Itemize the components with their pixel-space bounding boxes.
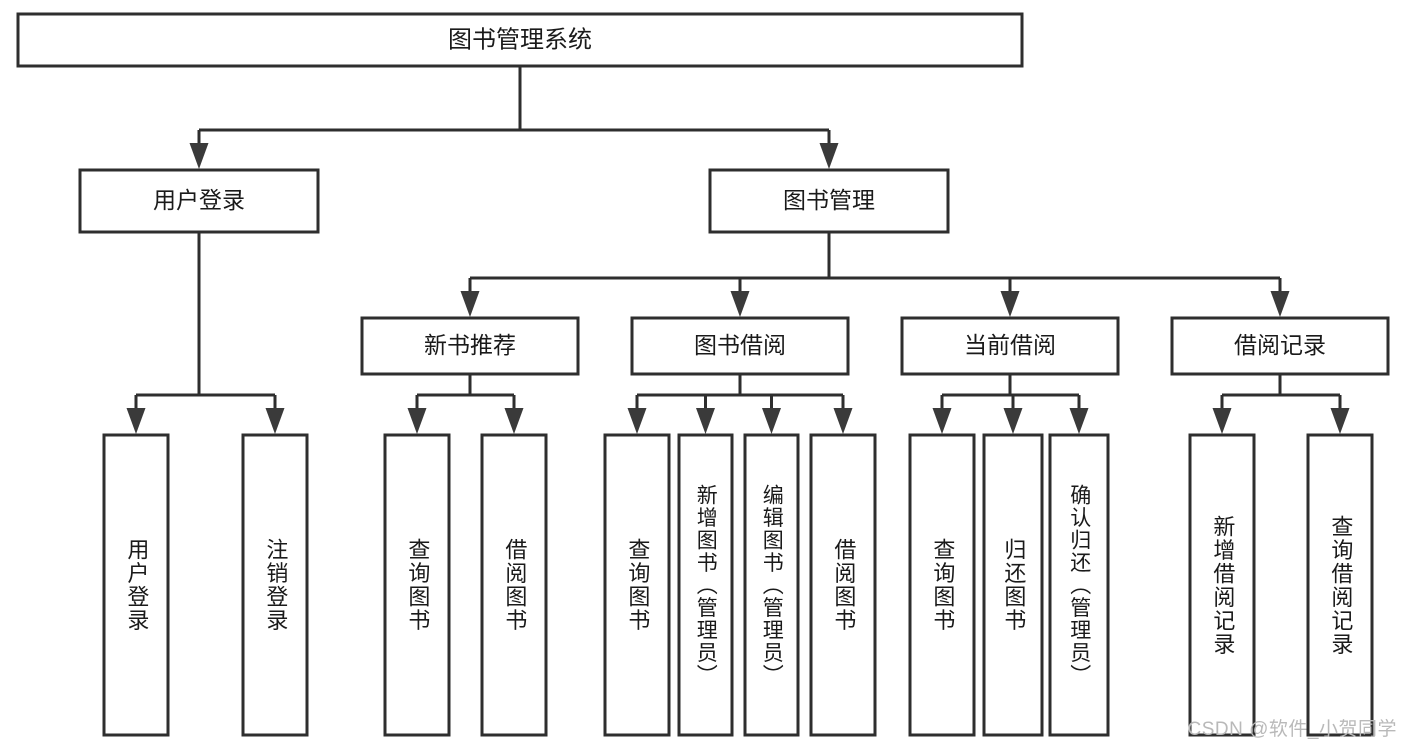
node-box-leaf-edit-book[interactable] <box>745 435 798 735</box>
node-box-leaf-add-book[interactable] <box>679 435 732 735</box>
node-box-leaf-confirm-return[interactable] <box>1050 435 1108 735</box>
node-label-root: 图书管理系统 <box>448 26 592 53</box>
connector-layer <box>127 66 1350 434</box>
node-box-leaf-query-book-rec[interactable] <box>385 435 449 735</box>
node-box-leaf-logout[interactable] <box>243 435 307 735</box>
node-box-leaf-user-login[interactable] <box>104 435 168 735</box>
node-label-borrow-record: 借阅记录 <box>1234 332 1326 358</box>
node-box-leaf-return-book[interactable] <box>984 435 1042 735</box>
node-box-leaf-query-book-b[interactable] <box>605 435 669 735</box>
node-box-leaf-query-record[interactable] <box>1308 435 1372 735</box>
node-box-leaf-borrow-book-rec[interactable] <box>482 435 546 735</box>
node-label-book-borrow: 图书借阅 <box>694 332 786 358</box>
watermark-text: CSDN @软件_小贺同学 <box>1188 714 1397 741</box>
node-box-leaf-add-record[interactable] <box>1190 435 1254 735</box>
node-label-current-borrow: 当前借阅 <box>964 332 1056 358</box>
node-box-leaf-borrow-book-b[interactable] <box>811 435 875 735</box>
node-label-new-book-rec: 新书推荐 <box>424 332 516 358</box>
node-box-leaf-query-book-c[interactable] <box>910 435 974 735</box>
node-label-book-manage: 图书管理 <box>783 187 875 213</box>
node-label-user-login: 用户登录 <box>153 187 245 213</box>
box-layer <box>18 14 1388 735</box>
